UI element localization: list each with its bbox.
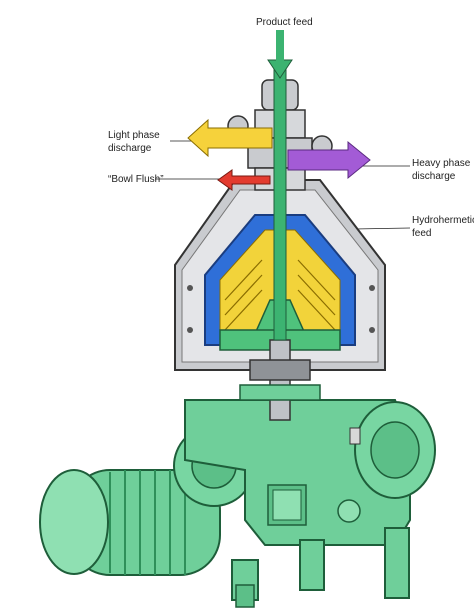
product-feed-arrow	[267, 30, 293, 341]
light-phase-label-line1: Light phase	[108, 130, 160, 141]
bowl-flush-label: “Bowl Flush”	[108, 174, 164, 185]
light-phase-label-line2: discharge	[108, 143, 152, 154]
heavy-phase-arrow	[287, 140, 371, 180]
hydrohermetic-label-line2: feed	[412, 228, 432, 239]
bowl-flush-arrow	[217, 169, 271, 191]
product-feed-label: Product feed	[256, 17, 313, 28]
light-phase-arrow	[187, 118, 273, 158]
heavy-phase-label-line2: discharge	[412, 171, 456, 182]
spindle	[239, 339, 321, 421]
hydrohermetic-label-line1: Hydrohermetic	[412, 215, 474, 226]
frame-base	[184, 399, 436, 599]
heavy-phase-label-line1: Heavy phase	[412, 158, 471, 169]
